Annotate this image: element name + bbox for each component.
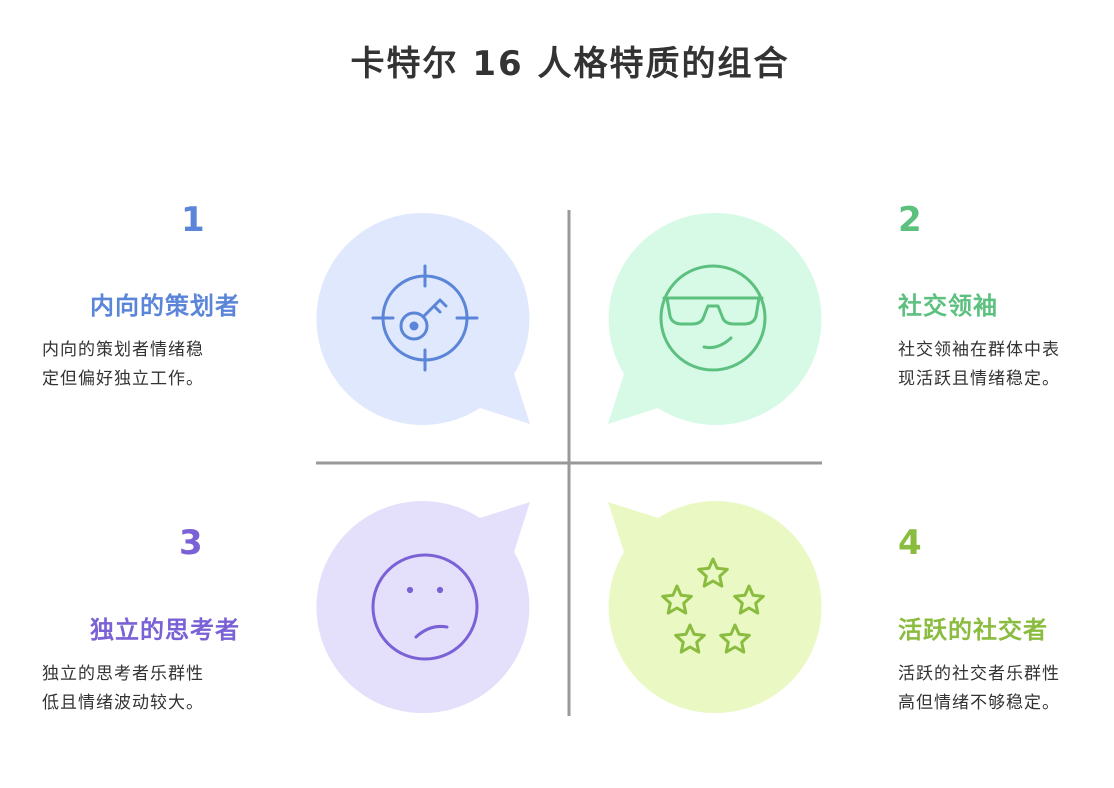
page-title: 卡特尔 16 人格特质的组合 xyxy=(350,44,790,84)
quadrant-2-description: 社交领袖在群体中表 现活跃且情绪稳定。 xyxy=(898,336,1060,394)
quadrant-3-heading: 独立的思考者 xyxy=(90,616,240,644)
bubble-4 xyxy=(608,501,822,714)
quadrant-1-desc-line-1: 内向的策划者情绪稳 xyxy=(42,340,204,360)
quadrant-4-desc-line-2: 高但情绪不够稳定。 xyxy=(898,693,1060,713)
quadrant-1-heading: 内向的策划者 xyxy=(90,292,240,320)
star-icon xyxy=(697,557,729,588)
quadrant-2-number: 2 xyxy=(898,200,922,240)
quadrant-4-description: 活跃的社交者乐群性 高但情绪不够稳定。 xyxy=(898,660,1060,718)
star-icon xyxy=(674,623,706,654)
target-key-icon xyxy=(371,264,479,372)
quadrant-2-desc-line-2: 现活跃且情绪稳定。 xyxy=(898,369,1060,389)
sunglasses-face-icon xyxy=(659,264,767,372)
quadrant-3-description: 独立的思考者乐群性 低且情绪波动较大。 xyxy=(42,660,204,718)
quadrant-1-description: 内向的策划者情绪稳 定但偏好独立工作。 xyxy=(42,336,204,394)
quadrant-2-heading: 社交领袖 xyxy=(898,292,998,320)
star-icon xyxy=(719,623,751,654)
stars-icon xyxy=(661,557,765,654)
bubble-3 xyxy=(316,501,530,714)
quadrant-4-heading: 活跃的社交者 xyxy=(898,616,1048,644)
star-icon xyxy=(733,584,765,615)
quadrant-4-desc-line-1: 活跃的社交者乐群性 xyxy=(898,664,1060,684)
quadrant-2-desc-line-1: 社交领袖在群体中表 xyxy=(898,340,1060,360)
quadrant-3-number: 3 xyxy=(179,523,203,563)
quadrant-1-desc-line-2: 定但偏好独立工作。 xyxy=(42,369,204,389)
star-icon xyxy=(661,584,693,615)
quadrant-3-desc-line-1: 独立的思考者乐群性 xyxy=(42,664,204,684)
quadrant-3-desc-line-2: 低且情绪波动较大。 xyxy=(42,693,204,713)
quadrant-1-number: 1 xyxy=(181,200,205,240)
quadrant-4-number: 4 xyxy=(898,523,922,563)
bubble-2 xyxy=(608,212,822,425)
frown-face-icon xyxy=(371,553,479,661)
